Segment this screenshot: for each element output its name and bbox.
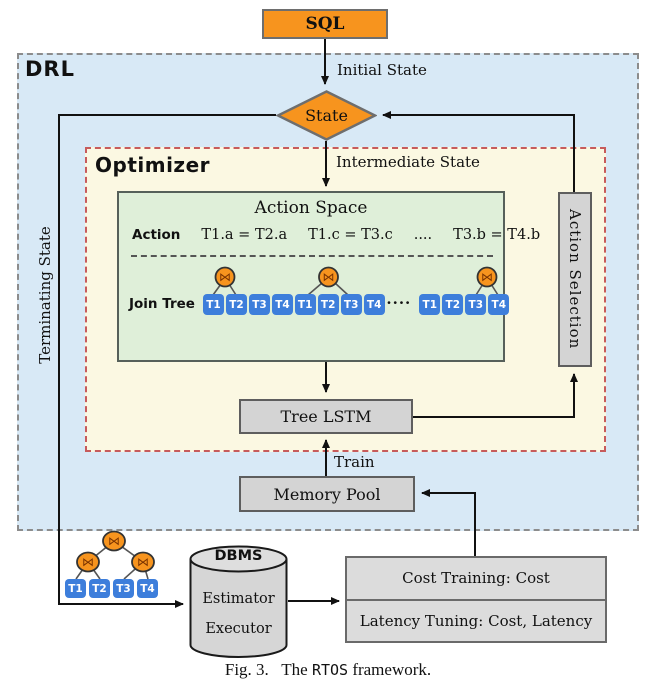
table-chip: T2 [442, 294, 464, 315]
table-chip: T2 [225, 294, 247, 315]
table-chip: T1 [202, 294, 224, 315]
memory-pool-label: Memory Pool [273, 484, 381, 504]
table-chip: T3 [465, 294, 487, 315]
memory-pool-box: Memory Pool [239, 476, 415, 512]
cost-training-row: Cost Training: Cost [347, 558, 605, 601]
state-diamond-node: State [276, 90, 377, 141]
sql-node: SQL [262, 9, 388, 39]
table-chip: T2 [89, 579, 110, 598]
table-chip: T3 [113, 579, 134, 598]
join-icon: ⋈ [322, 270, 334, 284]
table-row: T1 T2 T3 T4 [294, 294, 385, 315]
action-item: T1.a = T2.a [201, 227, 288, 243]
join-node-graphic: ⋈ [475, 266, 499, 296]
join-icon: ⋈ [137, 555, 149, 569]
dbms-label: DBMS [214, 548, 263, 564]
action-row-label: Action [132, 227, 181, 243]
join-icon: ⋈ [481, 270, 493, 284]
table-chip: T4 [271, 294, 293, 315]
caption-system-name: RTOS [311, 661, 349, 679]
table-chip: T3 [248, 294, 270, 315]
table-row: T1 T2 T3 T4 [419, 294, 510, 315]
action-space-panel: Action Space Action T1.a = T2.a T1.c = T… [117, 191, 540, 362]
table-chip: T4 [137, 579, 158, 598]
join-icon: ⋈ [82, 555, 94, 569]
caption-text-pre: The [281, 660, 308, 679]
join-tree-candidate-3: ⋈ T1 T2 T3 T4 [419, 266, 510, 315]
table-row: T1 T2 T3 T4 [65, 579, 158, 598]
join-tree-row: Join Tree ⋈ T1 T2 T3 T4 [119, 266, 510, 315]
table-chip: T4 [488, 294, 510, 315]
caption-text-post: framework. [352, 660, 432, 679]
join-tree-candidate-2: ⋈ T1 T2 T3 T4 [294, 266, 385, 315]
tree-lstm-box: Tree LSTM [239, 399, 413, 434]
join-groups-ellipsis: ···· [386, 294, 412, 312]
tree-lstm-label: Tree LSTM [280, 407, 372, 426]
action-space-title: Action Space [254, 198, 368, 218]
table-chip: T4 [363, 294, 385, 315]
table-chip: T1 [294, 294, 316, 315]
mini-join-tree: ⋈ ⋈ ⋈ T1 T2 T3 T4 [52, 526, 170, 598]
table-chip: T1 [419, 294, 441, 315]
dbms-cylinder: DBMS Estimator Executor [189, 545, 288, 659]
join-icon: ⋈ [108, 534, 120, 548]
initial-state-label: Initial State [337, 61, 427, 79]
caption-fig-number: Fig. 3. [224, 660, 269, 679]
table-chip: T1 [65, 579, 86, 598]
action-row: Action T1.a = T2.a T1.c = T3.c .... T3.b… [119, 227, 540, 243]
sql-label: SQL [305, 14, 345, 34]
dashed-separator [131, 255, 493, 257]
action-selection-box: Action Selection [558, 192, 592, 367]
estimator-label: Estimator [202, 591, 275, 607]
figure-caption: Fig. 3. The RTOS framework. [0, 660, 656, 680]
join-tree-candidate-1: ⋈ T1 T2 T3 T4 [202, 266, 293, 315]
join-node-graphic: ⋈ [212, 266, 237, 296]
train-label: Train [334, 453, 375, 471]
intermediate-state-label: Intermediate State [336, 153, 480, 171]
action-item: T3.b = T4.b [453, 227, 541, 243]
latency-tuning-row: Latency Tuning: Cost, Latency [359, 611, 593, 630]
join-icon: ⋈ [219, 270, 231, 284]
training-mode-box: Cost Training: Cost Latency Tuning: Cost… [345, 556, 607, 643]
join-node-graphic: ⋈ [307, 266, 349, 296]
action-item: T1.c = T3.c [308, 227, 393, 243]
state-label: State [305, 106, 348, 125]
terminating-state-label: Terminating State [36, 226, 54, 364]
executor-label: Executor [205, 621, 272, 637]
table-row: T1 T2 T3 T4 [202, 294, 293, 315]
join-tree-label: Join Tree [129, 296, 195, 312]
drl-label: DRL [25, 57, 75, 81]
diamond-shape [276, 90, 377, 141]
action-items-ellipsis: .... [413, 227, 433, 243]
action-selection-label: Action Selection [566, 209, 584, 350]
table-chip: T2 [317, 294, 339, 315]
optimizer-label: Optimizer [95, 153, 210, 177]
table-chip: T3 [340, 294, 362, 315]
